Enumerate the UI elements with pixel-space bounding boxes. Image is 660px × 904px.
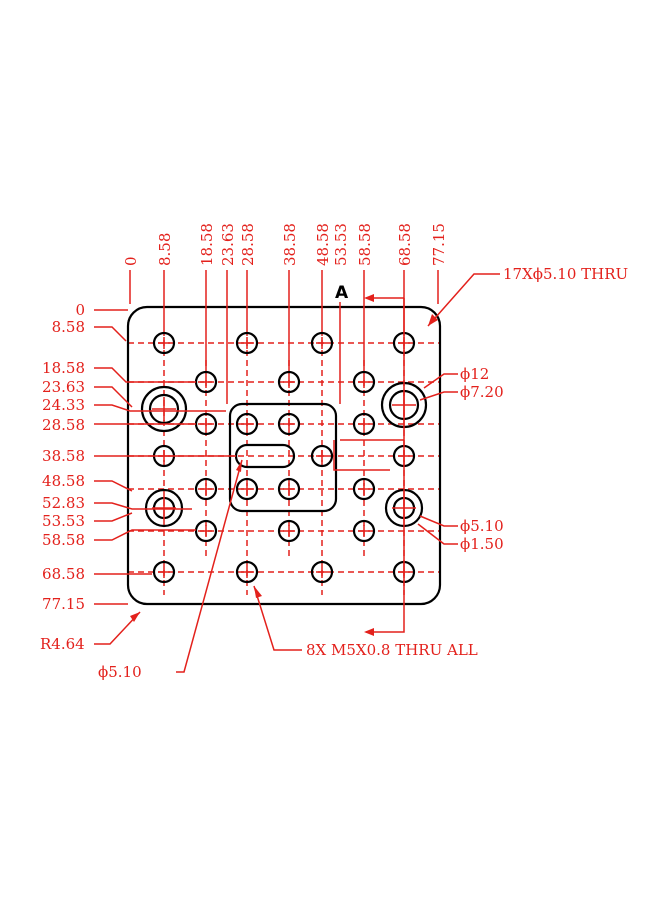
counterbore-outer <box>140 385 188 433</box>
dim-left-68-58: 68.58 <box>42 565 85 583</box>
hole <box>152 560 176 584</box>
left-dimension-labels: 0 8.58 18.58 23.63 24.33 28.58 38.58 48.… <box>42 301 85 613</box>
dim-top-28-58: 28.58 <box>239 223 257 266</box>
dim-top-53-53: 53.53 <box>332 223 350 266</box>
dim-left-58-58: 58.58 <box>42 531 85 549</box>
hole <box>194 519 218 543</box>
callout-corner-radius: R4.64 <box>40 635 85 653</box>
dim-top-68-58: 68.58 <box>396 223 414 266</box>
hole <box>235 560 259 584</box>
callout-dia-5-10-right: ϕ5.10 <box>460 517 504 535</box>
dim-top-18-58: 18.58 <box>198 223 216 266</box>
hole <box>277 412 301 436</box>
hole <box>352 519 376 543</box>
dim-top-77-15: 77.15 <box>430 223 448 266</box>
callout-dia-12: ϕ12 <box>460 365 489 383</box>
dim-left-38-58: 38.58 <box>42 447 85 465</box>
callout-dia-7-20: ϕ7.20 <box>460 383 504 401</box>
hole <box>277 477 301 501</box>
hole <box>194 477 218 501</box>
hole <box>235 477 259 501</box>
counterbore-outer <box>144 488 184 528</box>
dim-left-0: 0 <box>75 301 85 319</box>
hole <box>352 477 376 501</box>
hole <box>310 444 334 468</box>
dim-top-48-58: 48.58 <box>314 223 332 266</box>
hole <box>310 331 334 355</box>
dim-left-24-33: 24.33 <box>42 396 85 414</box>
dim-left-18-58: 18.58 <box>42 359 85 377</box>
dim-left-23-63: 23.63 <box>42 378 85 396</box>
dim-top-23-63: 23.63 <box>219 223 237 266</box>
dim-left-77-15: 77.15 <box>42 595 85 613</box>
dim-top-0: 0 <box>122 256 140 266</box>
hole <box>352 370 376 394</box>
dim-top-38-58: 38.58 <box>281 223 299 266</box>
left-extension-lines <box>94 309 236 605</box>
hole <box>352 412 376 436</box>
inner-pocket <box>228 402 338 513</box>
hole <box>277 519 301 543</box>
dim-left-28-58: 28.58 <box>42 416 85 434</box>
hole <box>277 370 301 394</box>
dim-left-8-58: 8.58 <box>52 318 85 336</box>
callout-leaders <box>94 273 500 673</box>
slot <box>234 443 296 469</box>
counterbore-inner <box>148 393 180 425</box>
dim-top-58-58: 58.58 <box>356 223 374 266</box>
hole <box>310 560 334 584</box>
thru-holes <box>152 331 416 584</box>
callout-dia-1-50: ϕ1.50 <box>460 535 504 553</box>
dim-left-52-83: 52.83 <box>42 494 85 512</box>
center-lines <box>128 330 440 595</box>
hole <box>235 331 259 355</box>
section-marker: A <box>335 283 349 303</box>
top-dimension-labels: 0 8.58 18.58 23.63 28.58 38.58 48.58 53.… <box>122 223 448 266</box>
callout-tapped-holes: 8X M5X0.8 THRU ALL <box>306 641 478 659</box>
hole <box>152 331 176 355</box>
top-extension-lines <box>129 270 439 404</box>
callout-thru-holes: 17Xϕ5.10 THRU <box>503 265 628 283</box>
dim-left-53-53: 53.53 <box>42 512 85 530</box>
dim-top-8-58: 8.58 <box>156 233 174 266</box>
callout-slot-dia: ϕ5.10 <box>98 663 142 681</box>
dim-left-48-58: 48.58 <box>42 472 85 490</box>
callout-labels: 17Xϕ5.10 THRU ϕ12 ϕ7.20 ϕ5.10 ϕ1.50 R4.6… <box>40 265 628 681</box>
hole <box>235 412 259 436</box>
